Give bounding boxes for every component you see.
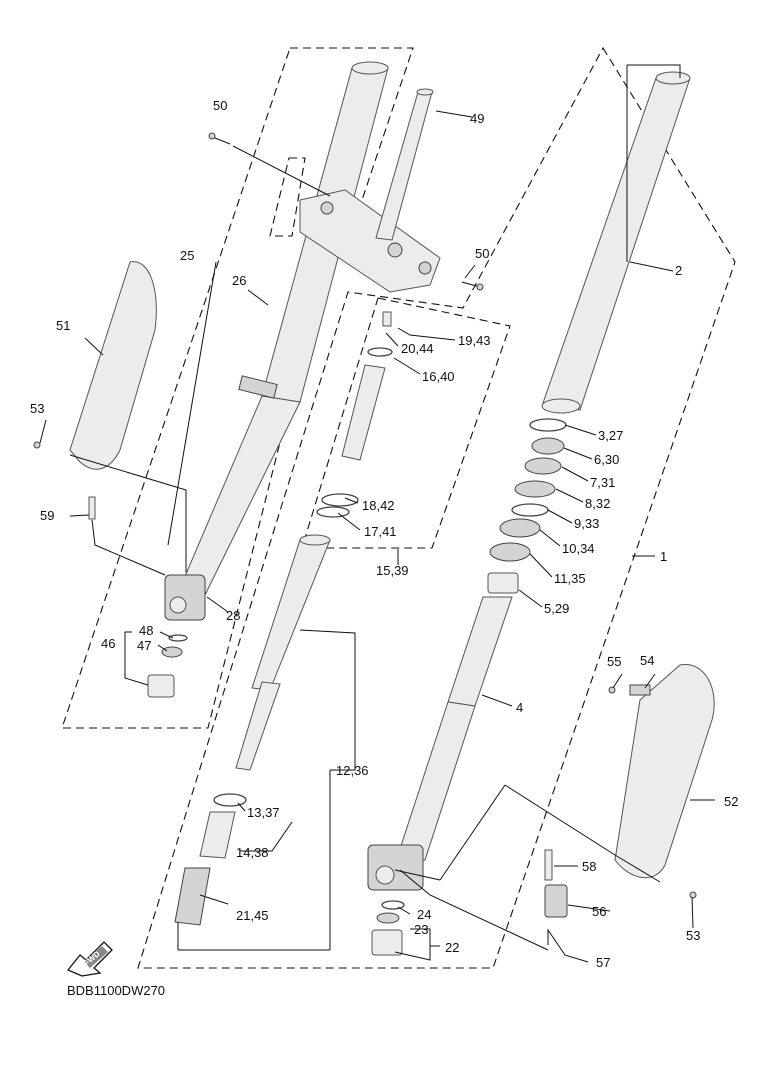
fwd-arrow-badge: FWD bbox=[66, 941, 113, 977]
callout-6-30: 6,30 bbox=[594, 452, 619, 467]
callout-20-44: 20,44 bbox=[401, 341, 434, 356]
callout-56: 56 bbox=[592, 904, 606, 919]
callout-46: 46 bbox=[101, 636, 115, 651]
outer-tube-left bbox=[179, 61, 389, 596]
callout-15-39: 15,39 bbox=[376, 563, 409, 578]
callout-22: 22 bbox=[445, 940, 459, 955]
callout-9-33: 9,33 bbox=[574, 516, 599, 531]
callout-23: 23 bbox=[414, 922, 428, 937]
callout-3-27: 3,27 bbox=[598, 428, 623, 443]
callout-52: 52 bbox=[724, 794, 738, 809]
fork-guard-left bbox=[69, 261, 157, 470]
callout-28: 28 bbox=[226, 608, 240, 623]
callout-51: 51 bbox=[56, 318, 70, 333]
left-axle-parts bbox=[147, 634, 188, 698]
callout-50-top: 50 bbox=[213, 98, 227, 113]
callout-48: 48 bbox=[139, 623, 153, 638]
callout-8-32: 8,32 bbox=[585, 496, 610, 511]
callout-21-45: 21,45 bbox=[236, 908, 269, 923]
group-outline-cartridge bbox=[301, 297, 511, 549]
callout-57: 57 bbox=[596, 955, 610, 970]
callout-47: 47 bbox=[137, 638, 151, 653]
damper-rod-parts bbox=[316, 311, 393, 518]
callout-25: 25 bbox=[180, 248, 194, 263]
callout-53-right: 53 bbox=[686, 928, 700, 943]
steering-stem bbox=[375, 88, 434, 241]
callout-24: 24 bbox=[417, 907, 431, 922]
callout-50-right: 50 bbox=[475, 246, 489, 261]
callout-4: 4 bbox=[516, 700, 523, 715]
seal-stack-right bbox=[487, 418, 567, 594]
callout-26: 26 bbox=[232, 273, 246, 288]
callout-13-37: 13,37 bbox=[247, 805, 280, 820]
callout-12-36: 12,36 bbox=[336, 763, 369, 778]
callout-53-left: 53 bbox=[30, 401, 44, 416]
inner-tube-right bbox=[397, 596, 513, 861]
group-outline-steering bbox=[269, 157, 306, 237]
callout-58: 58 bbox=[582, 859, 596, 874]
callout-5-29: 5,29 bbox=[544, 601, 569, 616]
hardware-bolts bbox=[33, 132, 697, 918]
callout-14-38: 14,38 bbox=[236, 845, 269, 860]
left-axle-bracket bbox=[164, 574, 206, 621]
group-outline-right-fork bbox=[137, 46, 736, 969]
right-axle-bracket bbox=[367, 844, 424, 891]
diagram-code: BDB1100DW270 bbox=[67, 983, 165, 998]
callout-10-34: 10,34 bbox=[562, 541, 595, 556]
callout-11-35: 11,35 bbox=[554, 571, 586, 586]
callout-59: 59 bbox=[40, 508, 54, 523]
fork-guard-right bbox=[614, 664, 715, 879]
callout-19-43: 19,43 bbox=[458, 333, 491, 348]
outer-tube-right bbox=[541, 71, 691, 414]
leader-lines bbox=[39, 64, 715, 963]
cartridge-assembly bbox=[174, 534, 331, 926]
callout-55: 55 bbox=[607, 654, 621, 669]
callout-labels: 50 49 50 25 26 2 51 20,44 19,43 16,40 53… bbox=[30, 98, 738, 970]
callout-17-41: 17,41 bbox=[364, 524, 397, 539]
callout-1: 1 bbox=[660, 549, 667, 564]
callout-2: 2 bbox=[675, 263, 682, 278]
callout-18-42: 18,42 bbox=[362, 498, 395, 513]
upper-triple-clamp bbox=[299, 189, 441, 293]
callout-54: 54 bbox=[640, 653, 654, 668]
callout-7-31: 7,31 bbox=[590, 475, 615, 490]
callout-16-40: 16,40 bbox=[422, 369, 455, 384]
right-axle-parts bbox=[371, 900, 405, 956]
callout-49: 49 bbox=[470, 111, 484, 126]
